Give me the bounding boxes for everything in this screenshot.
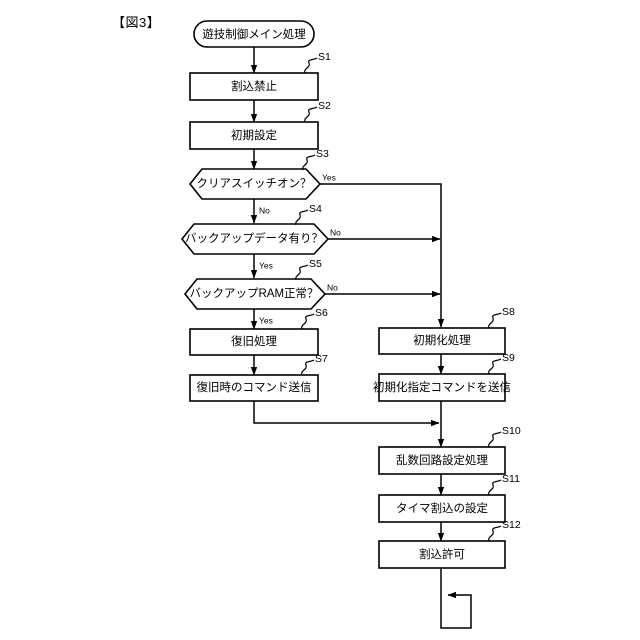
node-s7-label: 復旧時のコマンド送信 bbox=[197, 380, 312, 394]
node-s12[interactable]: 割込許可 bbox=[378, 540, 506, 569]
node-s1-label: 割込禁止 bbox=[231, 79, 277, 93]
leader-s2 bbox=[304, 106, 318, 123]
step-label-s1: S1 bbox=[318, 51, 331, 63]
node-start-label: 遊技制御メイン処理 bbox=[202, 27, 306, 41]
node-s10-label: 乱数回路設定処理 bbox=[396, 453, 488, 467]
leader-s11 bbox=[488, 479, 502, 496]
leader-s1 bbox=[304, 57, 318, 74]
step-label-s3: S3 bbox=[316, 148, 329, 160]
branch-label-s3-yes: Yes bbox=[322, 172, 336, 182]
leader-s10 bbox=[488, 431, 502, 448]
edge-s12-loop-back bbox=[440, 568, 472, 629]
node-s2-label: 初期設定 bbox=[231, 128, 277, 142]
edge-s7-to-trunk bbox=[253, 401, 440, 427]
node-s3[interactable]: クリアスイッチオン？ bbox=[188, 168, 322, 200]
edge-s3-yes-to-s8 bbox=[320, 183, 445, 328]
node-s9[interactable]: 初期化指定コマンドを送信 bbox=[373, 373, 511, 402]
branch-label-s5-yes: Yes bbox=[259, 315, 273, 325]
step-label-s9: S9 bbox=[502, 352, 515, 364]
leader-s12 bbox=[488, 525, 502, 542]
node-s7[interactable]: 復旧時のコマンド送信 bbox=[189, 374, 319, 402]
node-s9-label: 初期化指定コマンドを送信 bbox=[373, 380, 511, 394]
step-label-s2: S2 bbox=[318, 100, 331, 112]
node-s5-label: バックアップRAM正常？ bbox=[189, 287, 318, 300]
node-s1[interactable]: 割込禁止 bbox=[189, 72, 319, 101]
node-s8[interactable]: 初期化処理 bbox=[378, 327, 506, 355]
figure-caption: 【図3】 bbox=[112, 15, 161, 30]
node-s11-label: タイマ割込の設定 bbox=[396, 501, 488, 515]
step-label-s12: S12 bbox=[502, 519, 521, 531]
node-s4-label: バックアップデータ有り？ bbox=[185, 231, 323, 245]
node-s5[interactable]: バックアップRAM正常？ bbox=[183, 278, 327, 310]
node-s3-label: クリアスイッチオン？ bbox=[197, 177, 312, 190]
leader-s4 bbox=[295, 209, 309, 226]
node-s4[interactable]: バックアップデータ有り？ bbox=[180, 223, 330, 255]
node-start[interactable]: 遊技制御メイン処理 bbox=[193, 20, 315, 48]
leader-s5 bbox=[295, 264, 309, 281]
leader-s3 bbox=[302, 154, 316, 171]
node-s6[interactable]: 復旧処理 bbox=[189, 328, 319, 356]
step-label-s8: S8 bbox=[502, 306, 515, 318]
leader-s6 bbox=[301, 313, 315, 330]
step-label-s4: S4 bbox=[309, 203, 322, 215]
branch-label-s4-no: No bbox=[330, 227, 341, 237]
node-s2[interactable]: 初期設定 bbox=[189, 121, 319, 150]
branch-label-s4-yes: Yes bbox=[259, 260, 273, 270]
leader-s9 bbox=[488, 358, 502, 375]
step-label-s11: S11 bbox=[502, 473, 520, 485]
node-s6-label: 復旧処理 bbox=[231, 334, 277, 348]
branch-label-s3-no: No bbox=[259, 205, 270, 215]
leader-s8 bbox=[488, 312, 502, 329]
step-label-s10: S10 bbox=[502, 425, 521, 437]
node-s11[interactable]: タイマ割込の設定 bbox=[378, 494, 506, 523]
node-s10[interactable]: 乱数回路設定処理 bbox=[378, 446, 506, 475]
branch-label-s5-no: No bbox=[327, 282, 338, 292]
leader-s7 bbox=[301, 359, 315, 376]
node-s8-label: 初期化処理 bbox=[413, 333, 471, 347]
step-label-s7: S7 bbox=[315, 353, 328, 365]
step-label-s5: S5 bbox=[309, 258, 322, 270]
step-label-s6: S6 bbox=[315, 307, 328, 319]
node-s12-label: 割込許可 bbox=[419, 547, 465, 561]
